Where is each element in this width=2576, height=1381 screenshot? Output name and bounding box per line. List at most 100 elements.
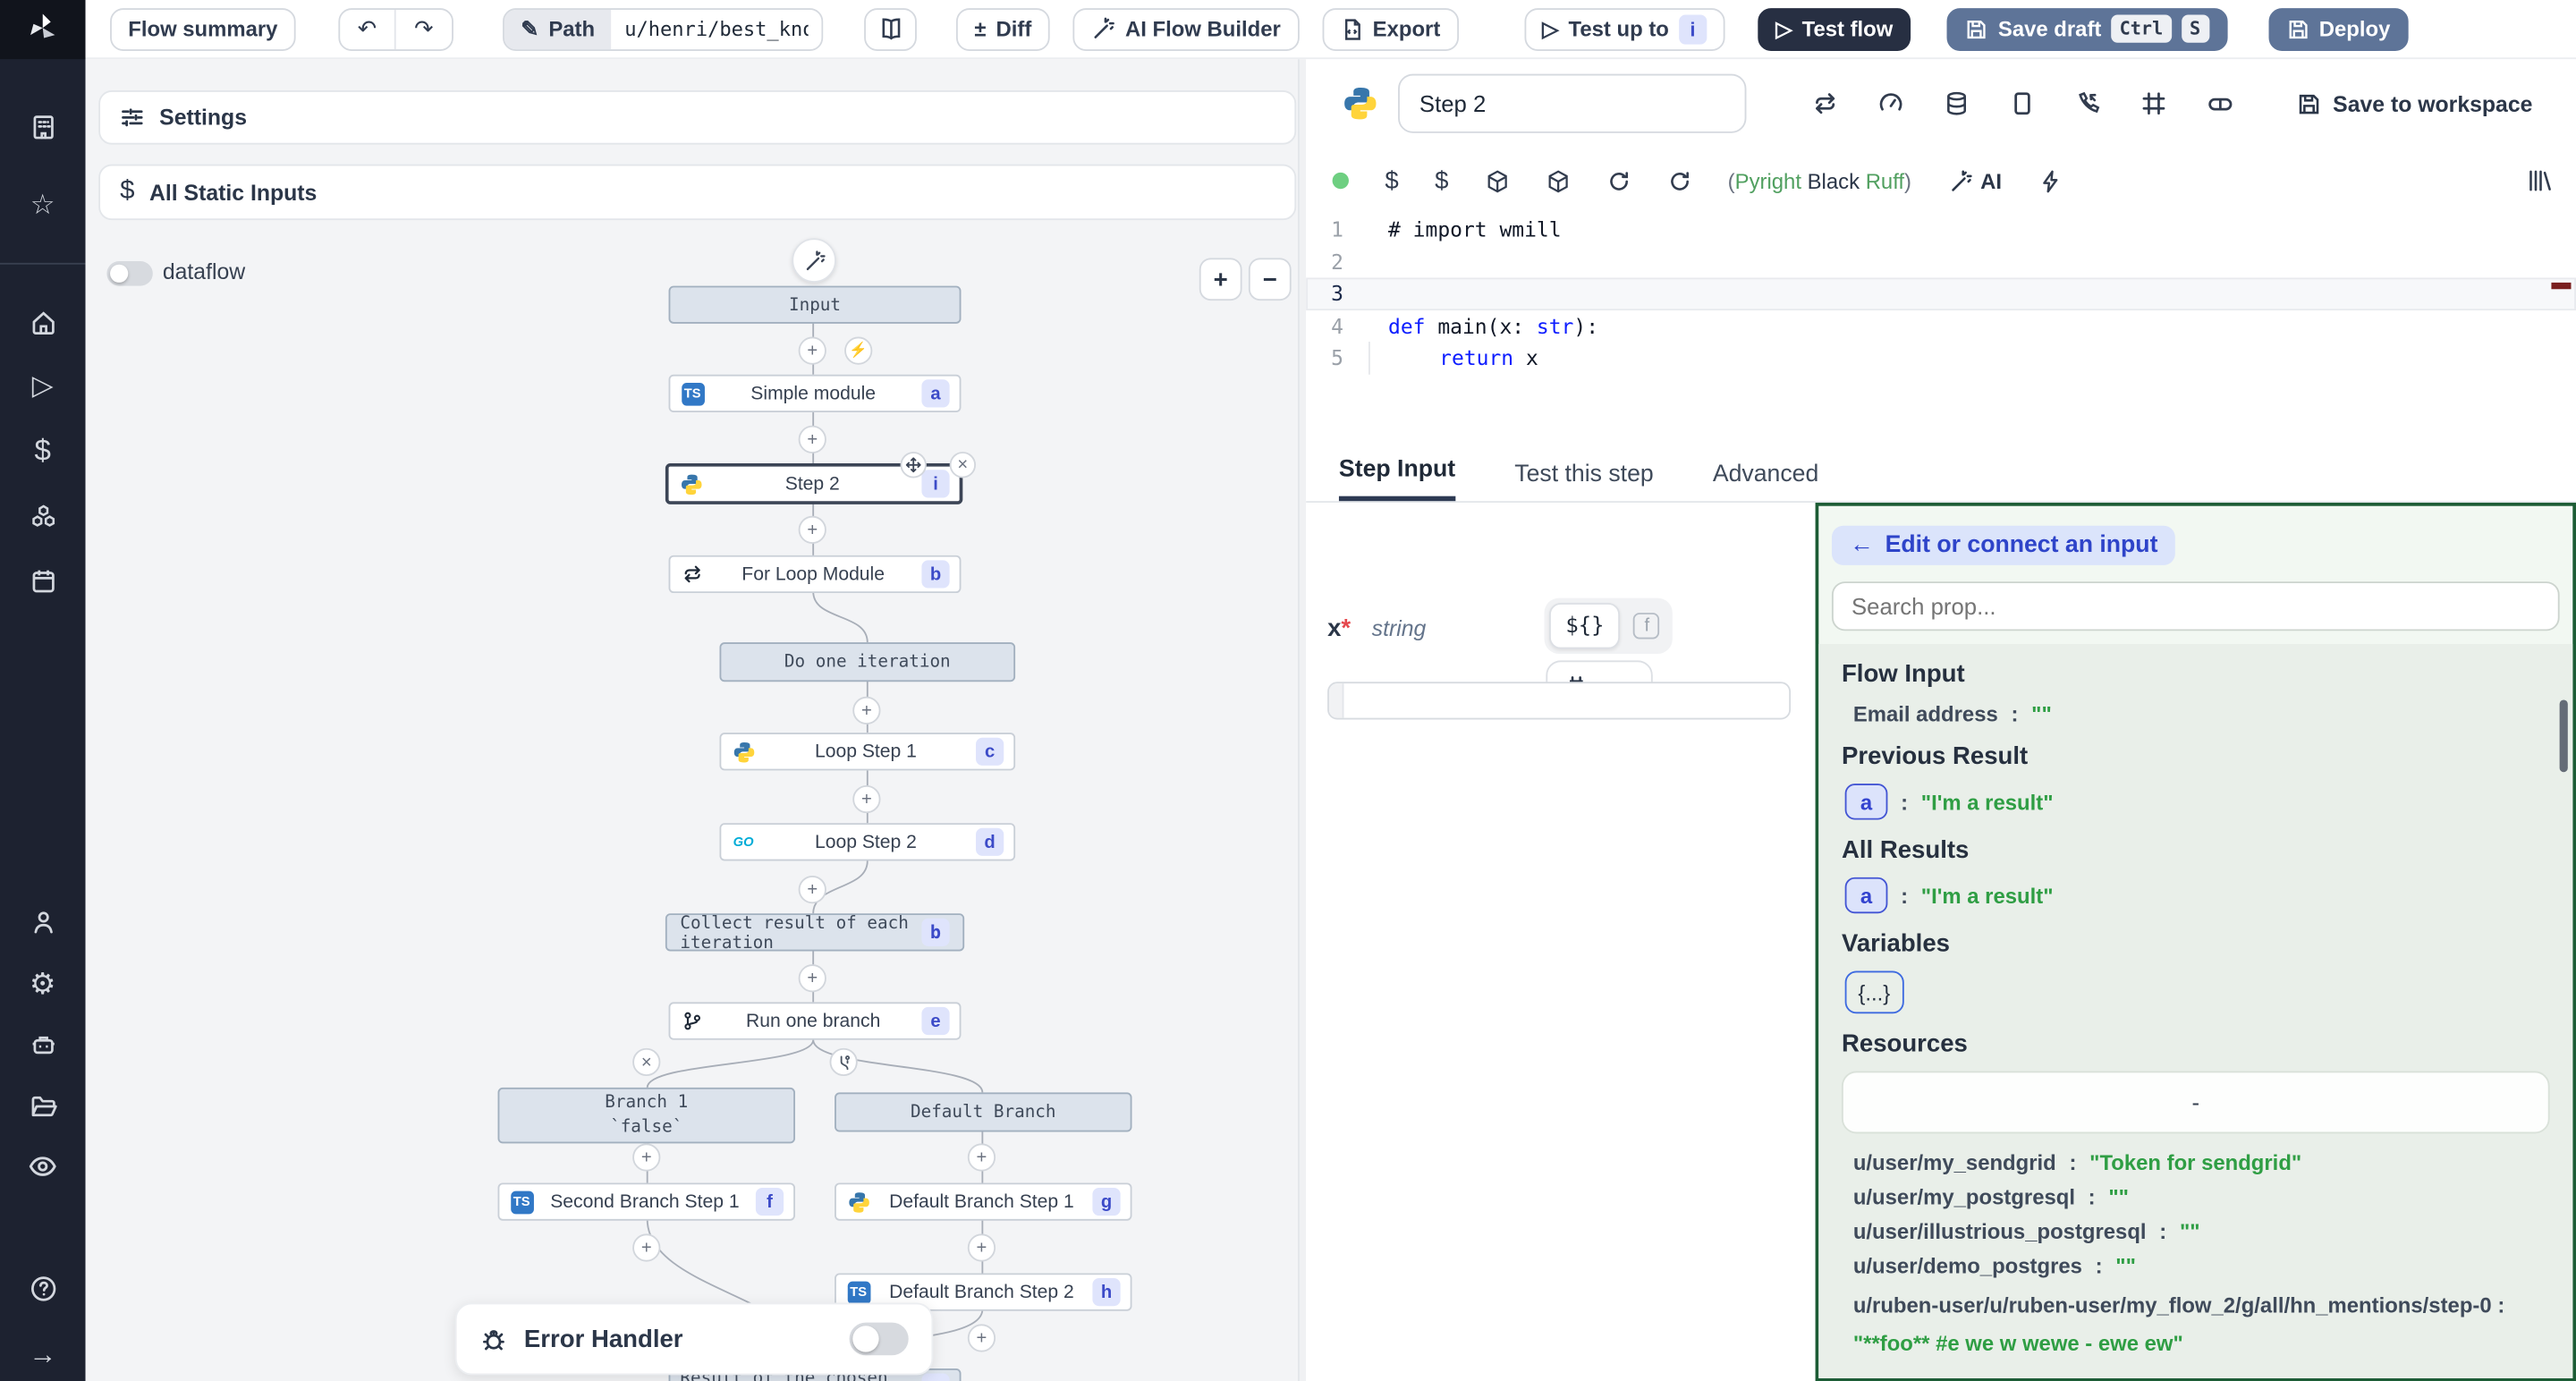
arg-value-input[interactable]	[1327, 682, 1791, 719]
flow-node-second-branch-step-1[interactable]: TS Second Branch Step 1 f	[498, 1182, 795, 1220]
bolt-icon[interactable]	[2038, 168, 2063, 193]
deploy-button[interactable]: Deploy	[2268, 7, 2409, 50]
package-icon[interactable]	[1546, 168, 1571, 193]
flow-node-simple-module[interactable]: TS Simple module a	[669, 375, 962, 412]
flow-node-input[interactable]: Input	[669, 286, 962, 324]
code-editor[interactable]: 1# import wmill 2 3 4def main(x: str): 5…	[1306, 214, 2576, 449]
library-icon[interactable]	[2527, 167, 2553, 193]
edit-or-connect-back-button[interactable]: ← Edit or connect an input	[1832, 526, 2176, 565]
path-input[interactable]	[611, 9, 821, 48]
sidebar-item-users[interactable]	[0, 897, 86, 946]
insert-step-button[interactable]: +	[799, 426, 826, 453]
variables-expand-button[interactable]: {...}	[1845, 971, 1903, 1014]
delete-step-button[interactable]: ×	[950, 452, 976, 478]
suspend-icon[interactable]	[2075, 90, 2101, 116]
insert-step-button[interactable]: +	[852, 697, 880, 724]
test-flow-button[interactable]: ▷Test flow	[1758, 7, 1911, 50]
reload-icon[interactable]	[1606, 168, 1631, 193]
resource-row[interactable]: u/user/my_sendgrid:"Token for sendgrid"	[1842, 1150, 2550, 1175]
flow-node-do-one-iteration[interactable]: Do one iteration	[719, 642, 1015, 682]
add-branch-button[interactable]	[830, 1048, 858, 1076]
test-up-to-button[interactable]: ▷Test up toi	[1524, 7, 1724, 50]
insert-step-button[interactable]: +	[852, 785, 880, 813]
step-id-badge: e	[921, 1007, 949, 1035]
reload-icon[interactable]	[1667, 168, 1692, 193]
error-handler-toggle[interactable]	[850, 1323, 909, 1356]
insert-step-button[interactable]: +	[968, 1143, 996, 1171]
panel-splitter[interactable]	[1298, 59, 1306, 1381]
sidebar-item-workspace-settings[interactable]: ⚙	[0, 960, 86, 1009]
undo-button[interactable]: ↶	[340, 9, 395, 48]
docs-button[interactable]	[864, 7, 917, 50]
insert-step-button[interactable]: +	[799, 876, 826, 903]
remove-branch-button[interactable]: ×	[632, 1048, 660, 1076]
step-name-input[interactable]	[1398, 74, 1746, 133]
cache-icon[interactable]	[1944, 90, 1970, 116]
flow-node-run-one-branch[interactable]: Run one branch e	[669, 1002, 962, 1039]
insert-step-button[interactable]: +	[968, 1324, 996, 1351]
sidebar-item-home[interactable]	[0, 297, 86, 346]
prop-row-email-address[interactable]: Email address:""	[1842, 701, 2550, 726]
search-prop-input[interactable]	[1832, 581, 2560, 631]
prop-row-all-results[interactable]: a:"I'm a result"	[1842, 877, 2550, 913]
insert-step-button[interactable]: +	[799, 337, 826, 365]
move-step-button[interactable]	[901, 452, 927, 478]
insert-step-button[interactable]: +	[632, 1143, 660, 1171]
resource-row[interactable]: u/user/illustrious_postgresql:""	[1842, 1219, 2550, 1244]
early-stop-gauge-icon[interactable]	[1877, 90, 1903, 116]
resource-row-long[interactable]: u/ruben-user/u/ruben-user/my_flow_2/g/al…	[1842, 1288, 2550, 1363]
prop-row-previous-result[interactable]: a:"I'm a result"	[1842, 784, 2550, 819]
flow-node-loop-step-1[interactable]: Loop Step 1 c	[719, 733, 1015, 770]
tab-test-this-step[interactable]: Test this step	[1514, 462, 1653, 501]
sidebar-item-audit-logs[interactable]	[0, 1142, 86, 1191]
insert-step-button[interactable]: +	[632, 1233, 660, 1261]
retry-icon[interactable]	[1812, 90, 1838, 116]
save-draft-button[interactable]: Save draftCtrlS	[1947, 7, 2227, 50]
function-mode-chip[interactable]: f	[1625, 603, 1668, 648]
sidebar-item-variables[interactable]: $	[0, 426, 86, 475]
save-to-workspace-button[interactable]: Save to workspace	[2297, 91, 2533, 116]
save-icon	[1965, 17, 1988, 40]
insert-step-button[interactable]: +	[799, 964, 826, 992]
flow-summary-button[interactable]: Flow summary	[110, 7, 296, 50]
resource-row[interactable]: u/user/my_postgresql:""	[1842, 1184, 2550, 1209]
sidebar-collapse-toggle[interactable]: →	[0, 1331, 86, 1380]
sleep-frame-icon[interactable]	[2140, 90, 2166, 116]
ai-assistant-button[interactable]: AI	[1947, 168, 2002, 193]
package-icon[interactable]	[1485, 168, 1510, 193]
flow-node-collect-result[interactable]: Collect result of each iteration b	[665, 913, 964, 951]
sidebar-item-resources[interactable]	[0, 491, 86, 540]
connect-panel-scrollbar[interactable]	[2560, 699, 2568, 772]
export-button[interactable]: Export	[1322, 7, 1459, 50]
flow-node-branch-1[interactable]: Branch 1 `false`	[498, 1088, 795, 1143]
concurrency-icon[interactable]	[2009, 90, 2035, 116]
sidebar-item-workspace[interactable]	[0, 102, 86, 151]
flow-node-default-branch-step-1[interactable]: Default Branch Step 1 g	[835, 1182, 1131, 1220]
sidebar-item-workers[interactable]	[0, 1021, 86, 1070]
sidebar-item-favorites[interactable]: ☆	[0, 181, 86, 230]
flow-node-for-loop[interactable]: For Loop Module b	[669, 555, 962, 593]
mock-icon[interactable]	[2207, 89, 2234, 117]
ai-flow-builder-button[interactable]: AI Flow Builder	[1072, 7, 1299, 50]
step-id-badge[interactable]: a	[1845, 877, 1888, 913]
dollar-icon[interactable]: $	[1385, 166, 1398, 194]
dollar-icon[interactable]: $	[1435, 166, 1448, 194]
sidebar-item-help[interactable]	[0, 1263, 86, 1312]
sidebar-item-folders[interactable]	[0, 1081, 86, 1131]
resource-row[interactable]: u/user/demo_postgres:""	[1842, 1253, 2550, 1278]
step-id-badge[interactable]: a	[1845, 784, 1888, 819]
insert-step-button[interactable]: +	[799, 516, 826, 544]
redo-button[interactable]: ↷	[396, 9, 452, 48]
sidebar-item-runs[interactable]: ▷	[0, 361, 86, 411]
template-mode-chip[interactable]: ${}	[1549, 603, 1621, 648]
tab-step-input[interactable]: Step Input	[1339, 457, 1455, 502]
windmill-logo[interactable]	[0, 0, 86, 59]
trigger-button[interactable]: ⚡	[844, 337, 872, 365]
insert-step-button[interactable]: +	[968, 1233, 996, 1261]
resource-type-select[interactable]: -	[1842, 1072, 2550, 1134]
tab-advanced[interactable]: Advanced	[1713, 462, 1818, 501]
sidebar-item-schedules[interactable]	[0, 555, 86, 605]
flow-node-loop-step-2[interactable]: GO Loop Step 2 d	[719, 823, 1015, 860]
diff-button[interactable]: ±Diff	[956, 7, 1049, 50]
flow-node-default-branch[interactable]: Default Branch	[835, 1092, 1131, 1131]
